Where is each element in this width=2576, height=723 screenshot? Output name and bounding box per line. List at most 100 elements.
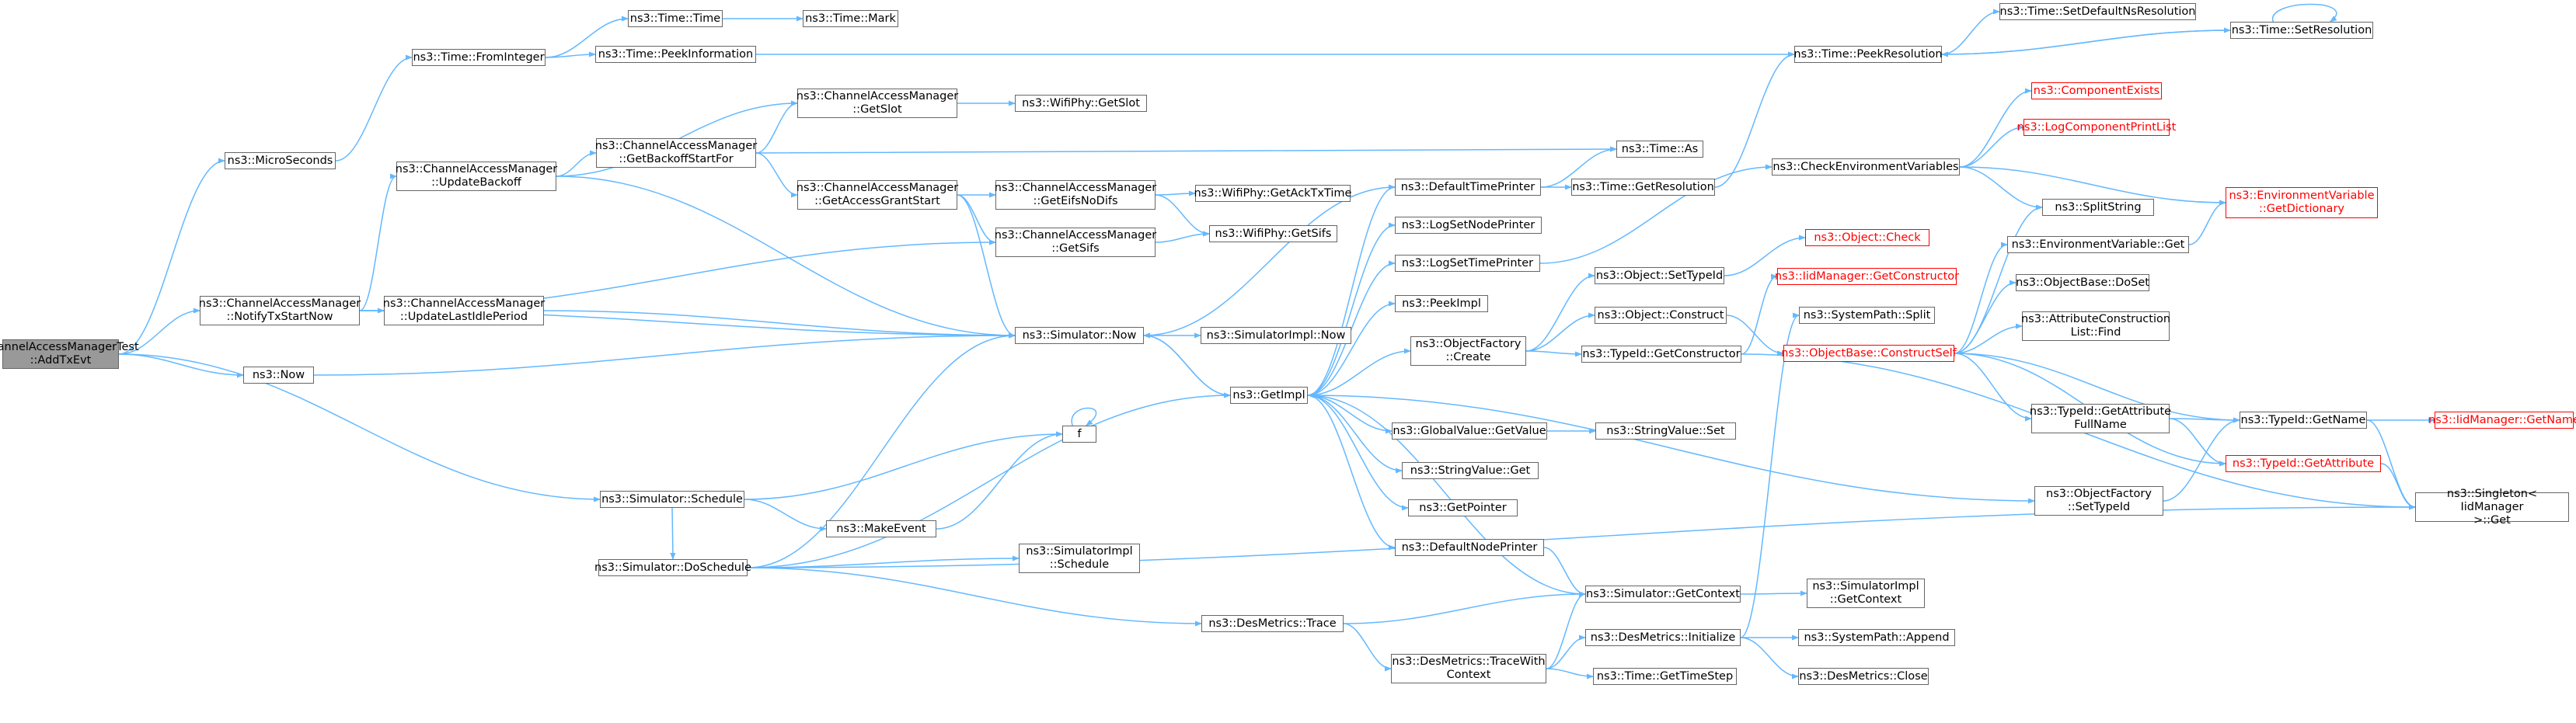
node-object-construct[interactable]: ns3::Object::Construct (1595, 307, 1727, 324)
node-simulator-getcontext[interactable]: ns3::Simulator::GetContext (1585, 586, 1741, 603)
node-microseconds[interactable]: ns3::MicroSeconds (225, 152, 336, 169)
node-time-getresolution[interactable]: ns3::Time::GetResolution (1571, 179, 1715, 196)
node-cam-updatebackoff[interactable]: ns3::ChannelAccessManager ::UpdateBackof… (396, 162, 557, 191)
node-logsetnodeprinter[interactable]: ns3::LogSetNodePrinter (1395, 217, 1542, 234)
edge-checkEnvVars-to-splitString (1959, 166, 2043, 210)
edge-desTraceWithContext-to-desInitialize (1546, 634, 1586, 669)
node-time-peekinformation[interactable]: ns3::Time::PeekInformation (595, 46, 756, 63)
edge-getImpl-to-peekImpl (1307, 301, 1396, 396)
edge-getEifsNoDifs-to-getAckTxTime (1155, 190, 1196, 196)
node-cam-updatelastidleperiod[interactable]: ns3::ChannelAccessManager ::UpdateLastId… (383, 296, 545, 325)
edge-getEifsNoDifs-to-wifiGetSifs (1155, 194, 1210, 237)
node-objectfactory-settypeid[interactable]: ns3::ObjectFactory ::SetTypeId (2034, 486, 2163, 516)
node-defaultnodeprinter[interactable]: ns3::DefaultNodePrinter (1395, 539, 1544, 556)
node-now[interactable]: ns3::Now (243, 367, 314, 384)
edge-doSchedule-to-desTrace (747, 567, 1202, 627)
edge-checkEnvVars-to-componentExists (1959, 88, 2032, 168)
edge-desInitialize-to-systemPathSplit (1740, 312, 1800, 638)
edge-getImpl-to-simNow (1143, 332, 1231, 396)
node-logsettimeprinter[interactable]: ns3::LogSetTimePrinter (1395, 255, 1540, 272)
edge-desTraceWithContext-to-simGetContext (1546, 591, 1586, 669)
node-cam-getsifs[interactable]: ns3::ChannelAccessManager ::GetSifs (995, 228, 1156, 257)
edge-getAttributeFullName-to-typeIdGetName (2169, 417, 2240, 423)
node-simulator-doschedule[interactable]: ns3::Simulator::DoSchedule (594, 559, 751, 576)
node-objectbase-doset[interactable]: ns3::ObjectBase::DoSet (2016, 274, 2149, 291)
node-wifiphy-getsifs[interactable]: ns3::WifiPhy::GetSifs (1209, 225, 1337, 242)
node-cam-notifytxstartnow[interactable]: ns3::ChannelAccessManager ::NotifyTxStar… (199, 296, 361, 325)
node-peekimpl[interactable]: ns3::PeekImpl (1395, 295, 1488, 312)
node-stringvalue-set[interactable]: ns3::StringValue::Set (1595, 422, 1736, 440)
node-objectfactory-create[interactable]: ns3::ObjectFactory ::Create (1410, 336, 1526, 366)
edge-getBackoffStartFor-to-getSlotCam (755, 100, 798, 154)
node-simulatorimpl-getcontext[interactable]: ns3::SimulatorImpl ::GetContext (1807, 579, 1925, 608)
node-globalvalue-getvalue[interactable]: ns3::GlobalValue::GetValue (1392, 422, 1547, 440)
node-desmetrics-trace[interactable]: ns3::DesMetrics::Trace (1201, 615, 1344, 632)
node-cam-getslot[interactable]: ns3::ChannelAccessManager ::GetSlot (797, 89, 958, 118)
edge-now-to-simNow (313, 332, 1016, 376)
node-checkenvironmentvariables[interactable]: ns3::CheckEnvironmentVariables (1772, 158, 1960, 176)
edge-doSchedule-to-simNow (747, 332, 1016, 568)
node-time-time[interactable]: ns3::Time::Time (628, 10, 723, 27)
edge-getResolution-to-peekResolution (1714, 51, 1795, 188)
edge-doSchedule-to-getImpl (747, 392, 1231, 568)
node-addtxevt: ChannelAccessManagerTest ::AddTxEvt (0, 339, 139, 369)
edge-desTrace-to-simGetContext (1343, 591, 1586, 624)
node-time-gettimestep[interactable]: ns3::Time::GetTimeStep (1593, 668, 1737, 685)
node-time-setdefaultnsresolution[interactable]: ns3::Time::SetDefaultNsResolution (1999, 3, 2196, 20)
node-attributeconstructionlist-find[interactable]: ns3::AttributeConstruction List::Find (2021, 311, 2170, 341)
node-wifiphy-getslot[interactable]: ns3::WifiPhy::GetSlot (1015, 95, 1147, 112)
node-typeid-getattributefullname[interactable]: ns3::TypeId::GetAttribute FullName (2030, 404, 2171, 433)
node-simulator-schedule[interactable]: ns3::Simulator::Schedule (600, 491, 744, 508)
edge-getBackoffStartFor-to-timeAs (755, 146, 1617, 154)
edge-makeEvent-to-f (936, 431, 1063, 530)
edge-simSchedule-to-f (744, 431, 1063, 500)
node-desmetrics-close[interactable]: ns3::DesMetrics::Close (1798, 668, 1929, 685)
node-cam-geteifsnodifs[interactable]: ns3::ChannelAccessManager ::GetEifsNoDif… (995, 180, 1156, 210)
node-simulatorimpl-schedule[interactable]: ns3::SimulatorImpl ::Schedule (1019, 544, 1140, 573)
node-typeid-getattribute[interactable]: ns3::TypeId::GetAttribute (2226, 455, 2381, 472)
node-iidmanager-getname[interactable]: ns3::IidManager::GetName (2428, 412, 2576, 429)
node-getimpl[interactable]: ns3::GetImpl (1230, 387, 1308, 404)
edge-objectFactorySetTypeId-to-typeIdGetName (2163, 417, 2240, 502)
node-time-as[interactable]: ns3::Time::As (1616, 141, 1703, 158)
node-time-mark[interactable]: ns3::Time::Mark (803, 10, 898, 27)
node-iidmanager-getconstructor[interactable]: ns3::IidManager::GetConstructor (1775, 268, 1959, 285)
node-makeevent[interactable]: ns3::MakeEvent (826, 520, 936, 537)
node-desmetrics-initialize[interactable]: ns3::DesMetrics::Initialize (1585, 629, 1741, 646)
edge-peekResolution-to-setDefaultNsResolution (1941, 9, 2000, 55)
node-simulator-now[interactable]: ns3::Simulator::Now (1015, 327, 1144, 344)
node-objectbase-constructself[interactable]: ns3::ObjectBase::ConstructSelf (1781, 345, 1957, 362)
node-simulatorimpl-now[interactable]: ns3::SimulatorImpl::Now (1201, 327, 1351, 344)
node-wifiphy-getacktxtime[interactable]: ns3::WifiPhy::GetAckTxTime (1194, 185, 1351, 202)
edge-getImpl-to-objectFactoryCreate (1307, 348, 1411, 396)
edge-simGetContext-to-getImpl (1307, 392, 1586, 595)
node-systempath-append[interactable]: ns3::SystemPath::Append (1798, 629, 1955, 646)
edge-getImpl-to-stringValueGet (1307, 395, 1403, 474)
edge-constructSelf-to-getAttributeFullName (1954, 353, 2032, 422)
node-splitstring[interactable]: ns3::SplitString (2042, 199, 2154, 216)
node-envvar-get[interactable]: ns3::EnvironmentVariable::Get (2007, 236, 2189, 253)
node-object-check[interactable]: ns3::Object::Check (1805, 229, 1929, 246)
node-cam-getbackoffstartfor[interactable]: ns3::ChannelAccessManager ::GetBackoffSt… (595, 138, 757, 168)
node-time-setresolution[interactable]: ns3::Time::SetResolution (2230, 22, 2373, 39)
edge-constructSelf-to-envGet (1954, 242, 2008, 354)
edge-desInitialize-to-desClose (1740, 637, 1799, 680)
node-stringvalue-get[interactable]: ns3::StringValue::Get (1402, 462, 1539, 479)
node-envvar-getdictionary[interactable]: ns3::EnvironmentVariable ::GetDictionary (2226, 187, 2378, 218)
node-typeid-getconstructor[interactable]: ns3::TypeId::GetConstructor (1581, 346, 1741, 363)
node-logcomponentprintlist[interactable]: ns3::LogComponentPrintList (2017, 119, 2176, 136)
node-time-peekresolution[interactable]: ns3::Time::PeekResolution (1793, 46, 1943, 63)
node-object-settypeid[interactable]: ns3::Object::SetTypeId (1595, 267, 1724, 284)
node-singleton-get[interactable]: ns3::Singleton< IidManager >::Get (2415, 488, 2569, 527)
node-cam-getaccessgrantstart[interactable]: ns3::ChannelAccessManager ::GetAccessGra… (797, 180, 958, 210)
node-defaulttimeprinter[interactable]: ns3::DefaultTimePrinter (1395, 179, 1541, 196)
edge-updateBackoff-to-simNow (556, 176, 1016, 339)
node-systempath-split[interactable]: ns3::SystemPath::Split (1799, 307, 1935, 324)
node-time-frominteger[interactable]: ns3::Time::FromInteger (412, 49, 546, 66)
edge-microseconds-to-fromInteger (335, 54, 413, 162)
node-typeid-getname[interactable]: ns3::TypeId::GetName (2240, 412, 2367, 429)
node-f[interactable]: f (1062, 426, 1096, 443)
node-componentexists[interactable]: ns3::ComponentExists (2031, 82, 2162, 99)
node-desmetrics-tracewithcontext[interactable]: ns3::DesMetrics::TraceWith Context (1391, 654, 1546, 683)
node-getpointer[interactable]: ns3::GetPointer (1408, 499, 1518, 516)
